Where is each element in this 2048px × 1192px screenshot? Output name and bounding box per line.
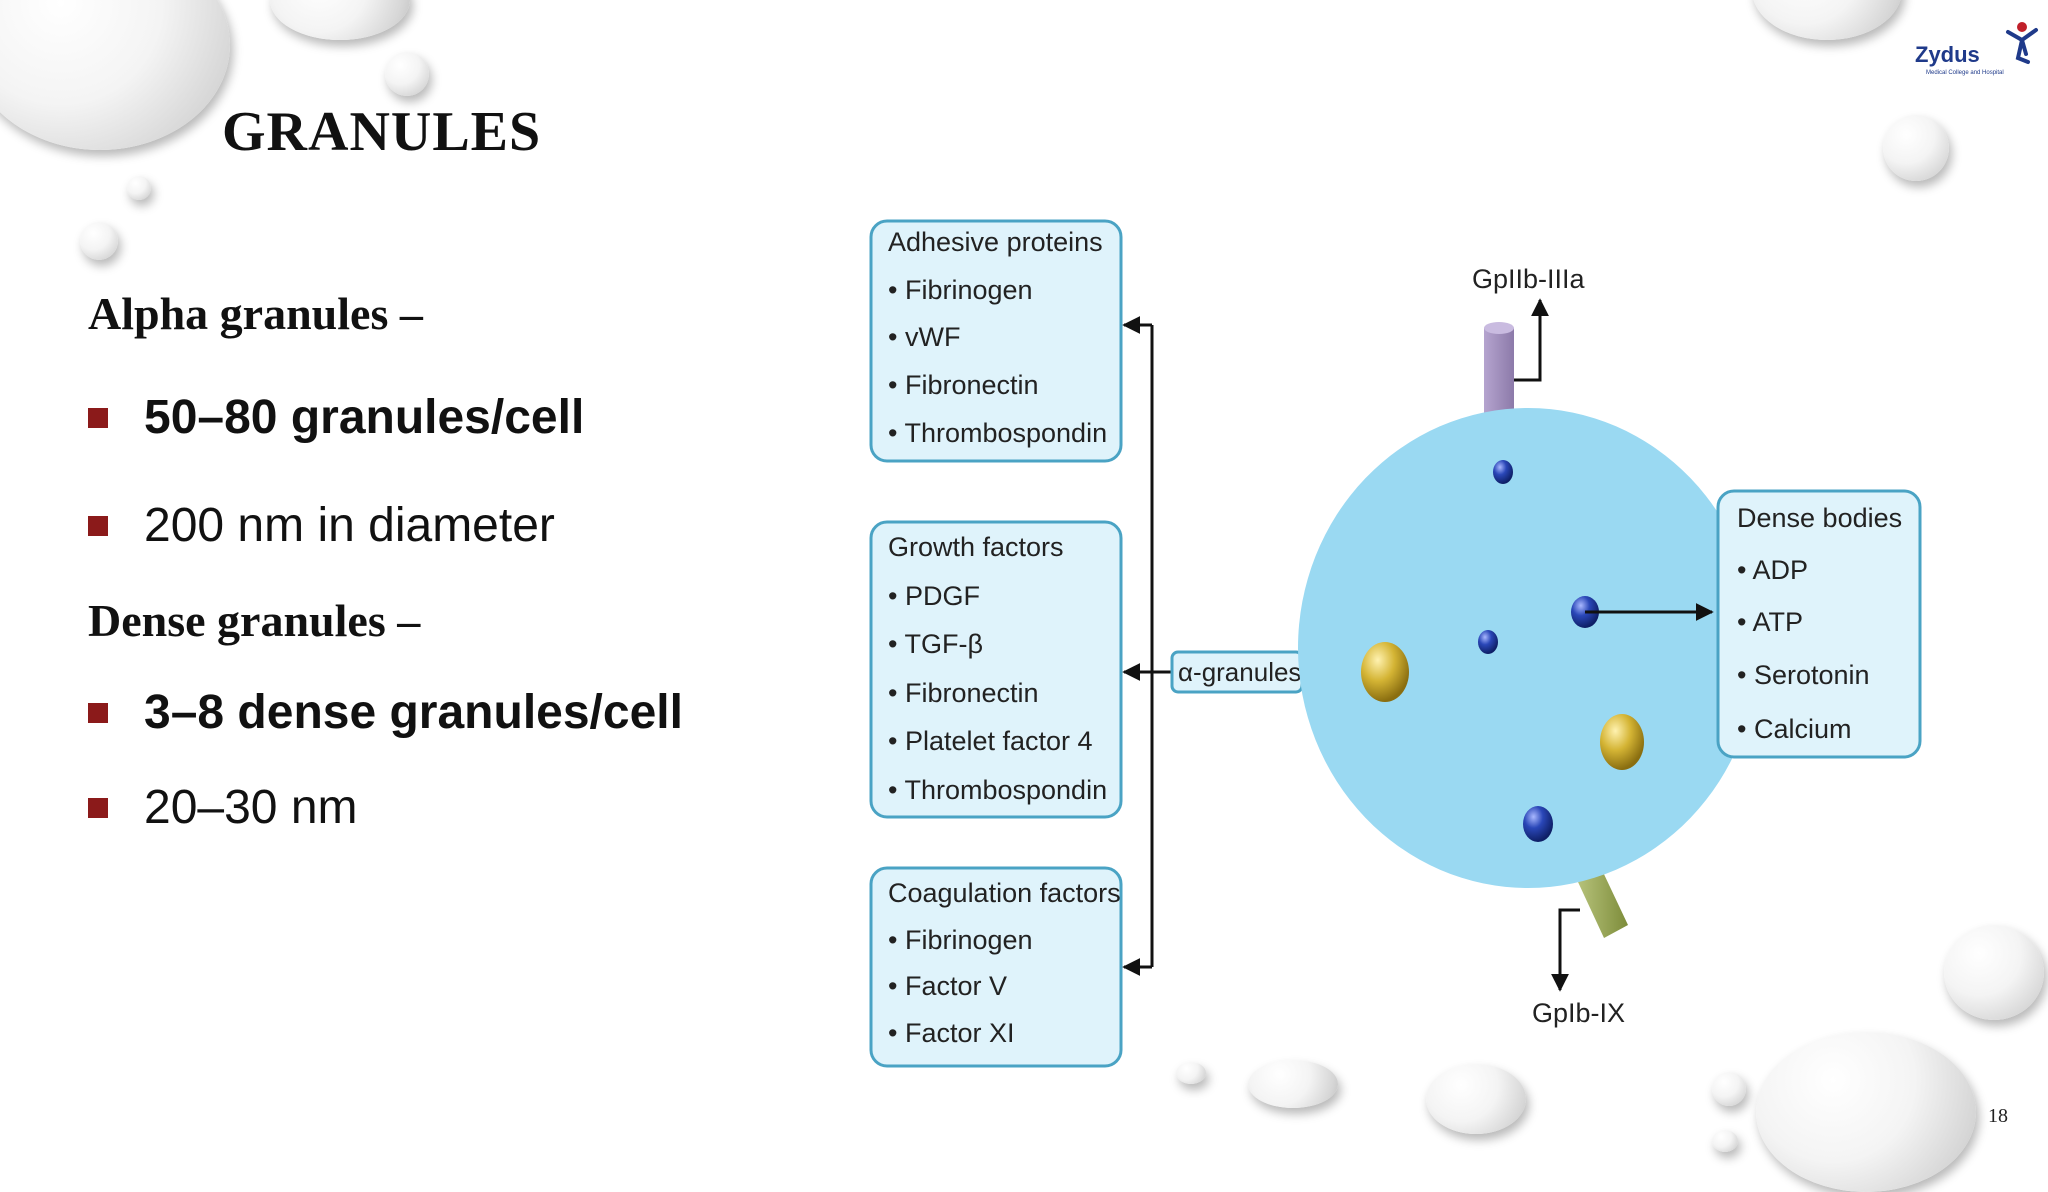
dense-bodies-box: Dense bodies • ADP • ATP • Serotonin • C… xyxy=(1716,489,1922,759)
bullet-square-icon xyxy=(88,702,108,723)
alpha-branch-arrows xyxy=(1122,316,1172,976)
gpiib-iiia-label: GpIIb-IIIa xyxy=(1472,264,1586,294)
gpib-ix-receptor xyxy=(1551,870,1628,992)
dense-title: Dense bodies xyxy=(1737,503,1902,533)
platelet-granules-diagram: Adhesive proteins • Fibrinogen • vWF • F… xyxy=(869,219,1922,1068)
adhesive-title: Adhesive proteins xyxy=(888,227,1103,257)
water-drop xyxy=(385,52,429,96)
alpha-size-text: 200 nm in diameter xyxy=(144,499,555,552)
growth-item: • PDGF xyxy=(888,581,980,611)
alpha-bullet-size: 200 nm in diameter xyxy=(88,498,555,553)
alpha-heading: Alpha granules – xyxy=(88,288,423,339)
dense-bullet-size: 20–30 nm xyxy=(88,780,358,835)
dense-count-text: 3–8 dense granules/cell xyxy=(144,686,683,739)
dense-item: • Serotonin xyxy=(1737,660,1870,690)
growth-item: • Platelet factor 4 xyxy=(888,726,1093,756)
logo-subtext: Medical College and Hospital xyxy=(1926,70,2004,76)
growth-item: • TGF-β xyxy=(888,629,983,659)
adhesive-item: • Fibronectin xyxy=(888,370,1039,400)
logo-figure-icon xyxy=(2006,28,2038,64)
water-drop xyxy=(270,0,410,40)
coag-title: Coagulation factors xyxy=(888,878,1121,908)
gpiib-iiia-receptor xyxy=(1484,298,1549,420)
bullet-square-icon xyxy=(88,515,108,536)
dense-item: • ADP xyxy=(1737,555,1808,585)
svg-text:α-granules: α-granules xyxy=(1178,657,1301,687)
coag-item: • Fibrinogen xyxy=(888,925,1033,955)
platelet-cell xyxy=(1298,408,1758,888)
coagulation-factors-box: Coagulation factors • Fibrinogen • Facto… xyxy=(869,866,1123,1068)
growth-item: • Thrombospondin xyxy=(888,775,1107,805)
growth-item: • Fibronectin xyxy=(888,678,1039,708)
alpha-granules-label: α-granules xyxy=(1170,650,1304,694)
dense-bullet-count: 3–8 dense granules/cell xyxy=(88,685,683,740)
alpha-bullet-count: 50–80 granules/cell xyxy=(88,390,584,445)
bullet-square-icon xyxy=(88,797,108,818)
logo-figure-head xyxy=(2017,22,2027,32)
coag-item: • Factor V xyxy=(888,971,1007,1001)
adhesive-item: • vWF xyxy=(888,322,960,352)
logo-text: Zydus xyxy=(1915,42,1980,67)
alpha-count-text: 50–80 granules/cell xyxy=(144,391,585,444)
alpha-granules xyxy=(1361,642,1644,770)
slide-title: GRANULES xyxy=(222,101,542,163)
growth-title: Growth factors xyxy=(888,532,1064,562)
adhesive-proteins-box: Adhesive proteins • Fibrinogen • vWF • F… xyxy=(869,219,1123,463)
water-drop xyxy=(1883,115,1949,181)
water-drop xyxy=(1712,1130,1738,1152)
dense-size-text: 20–30 nm xyxy=(144,781,358,834)
water-drop xyxy=(1248,1060,1338,1108)
water-drop xyxy=(0,0,230,150)
dense-item: • ATP xyxy=(1737,607,1803,637)
water-drop xyxy=(1944,925,2044,1020)
water-drop xyxy=(1712,1072,1746,1106)
adhesive-item: • Fibrinogen xyxy=(888,275,1033,305)
water-drop xyxy=(127,176,151,200)
college-logo: Zydus Medical College and Hospital xyxy=(1915,22,2038,76)
coag-item: • Factor XI xyxy=(888,1018,1014,1048)
water-drop xyxy=(1176,1062,1206,1084)
water-drop xyxy=(1426,1064,1526,1134)
water-drop xyxy=(1752,0,1902,40)
slide-number: 18 xyxy=(1988,1105,2008,1127)
dense-item: • Calcium xyxy=(1737,714,1851,744)
water-drop xyxy=(80,222,118,260)
dense-heading: Dense granules – xyxy=(88,595,421,646)
gpib-ix-label: GpIb-IX xyxy=(1532,998,1625,1028)
bullet-square-icon xyxy=(88,407,108,428)
growth-factors-box: Growth factors • PDGF • TGF-β • Fibronec… xyxy=(869,520,1123,819)
adhesive-item: • Thrombospondin xyxy=(888,418,1107,448)
